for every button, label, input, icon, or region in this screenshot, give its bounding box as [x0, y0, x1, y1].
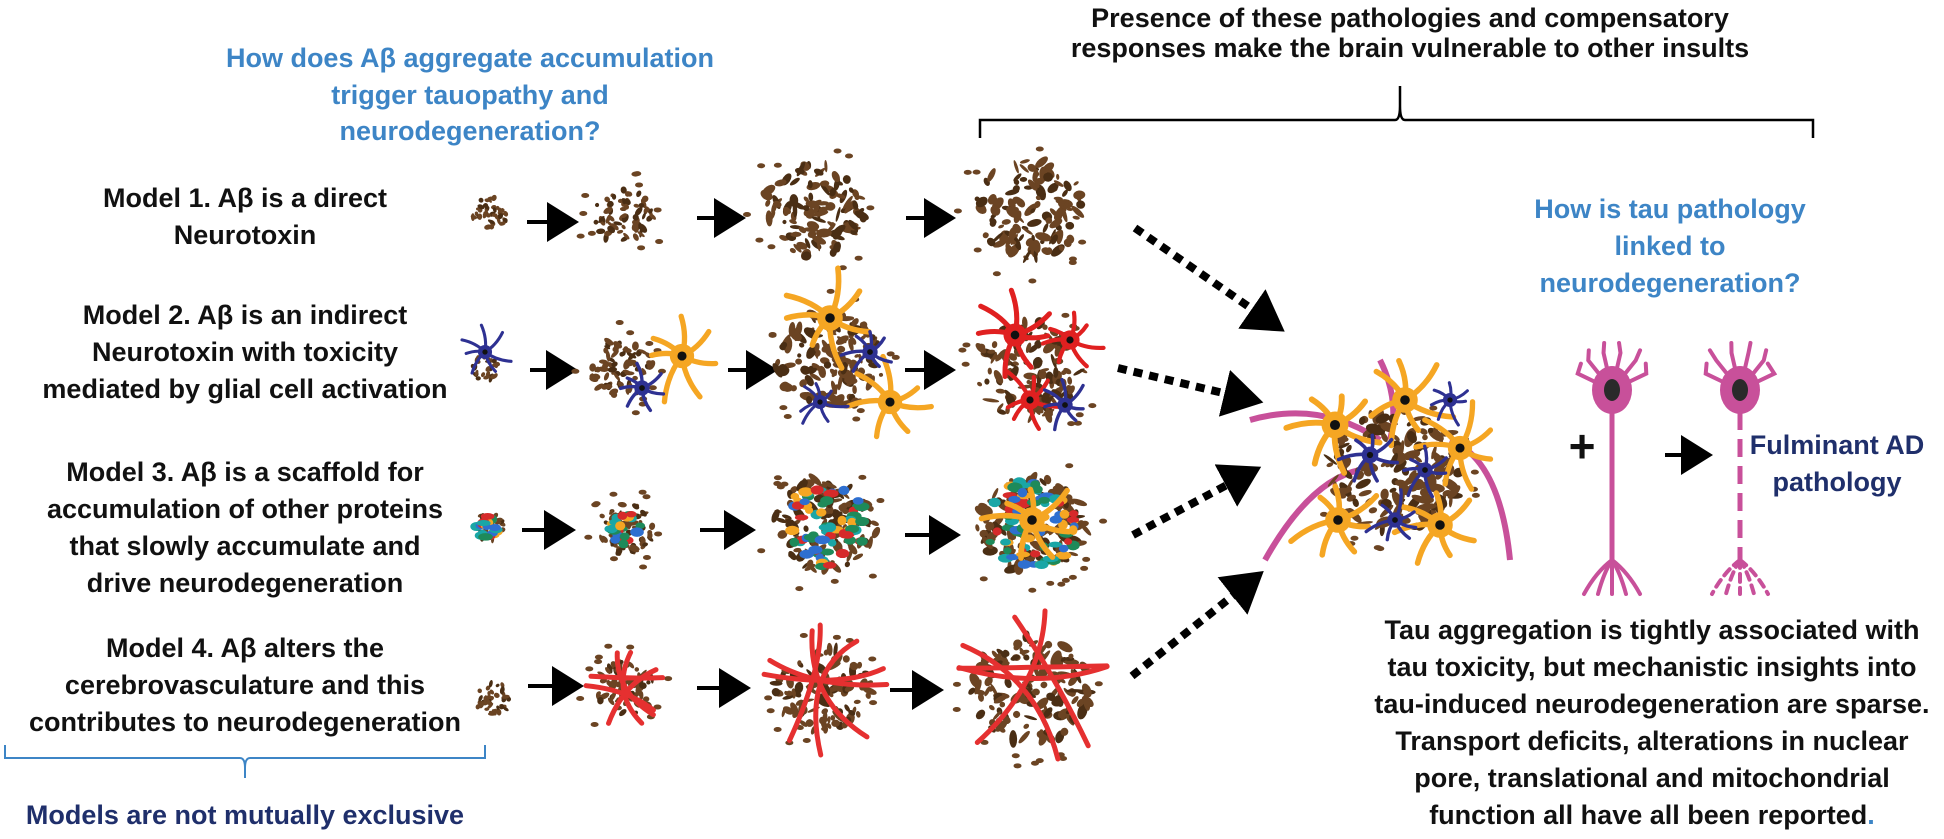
- row1-plaque-medium: [576, 171, 664, 251]
- row2-astrocyte-2: [783, 265, 872, 371]
- model-2-line3: mediated by glial cell activation: [42, 374, 448, 404]
- row2-astrocyte-1: [648, 313, 719, 405]
- plus-symbol: +: [1568, 420, 1596, 472]
- row2-activated-glia-1: [975, 287, 1052, 379]
- row1-plaque-small: [470, 194, 509, 230]
- tau-note-line3: tau-induced neurodegeneration are sparse…: [1374, 689, 1930, 719]
- question-tau-line3: neurodegeneration?: [1539, 268, 1801, 298]
- models-note: Models are not mutually exclusive: [25, 800, 465, 830]
- model-4-line3: contributes to neurodegeneration: [28, 707, 462, 737]
- tau-note-period: .: [1867, 800, 1875, 830]
- row4-plaque-small: [475, 680, 512, 716]
- row3-proteins-small: [470, 513, 503, 541]
- tau-note-line2: tau toxicity, but mechanistic insights i…: [1387, 652, 1917, 682]
- model-2-line1: Model 2. Aβ is an indirect: [82, 300, 408, 330]
- model-1-line1: Model 1. Aβ is a direct: [102, 183, 388, 213]
- combined-astrocyte-1: [1283, 393, 1383, 476]
- converge-arrow-2: [1117, 364, 1264, 417]
- combined-microglia-4: [1429, 381, 1469, 427]
- row2-activated-glia-2: [1040, 310, 1106, 369]
- tau-note-line6: function all have all been reported.: [1360, 797, 1944, 834]
- tau-note-line4: Transport deficits, alterations in nucle…: [1395, 726, 1909, 756]
- row2-microglia-initial: [460, 323, 513, 375]
- row3-astrocyte: [978, 486, 1072, 561]
- converge-arrow-3: [1131, 464, 1262, 539]
- row4-vessels-medium: [583, 649, 666, 726]
- top-bracket: [978, 86, 1815, 138]
- combined-astrocyte-2: [1368, 357, 1457, 449]
- model-3-line4: drive neurodegeneration: [86, 568, 404, 598]
- row3-proteins-medium: [604, 511, 646, 549]
- tau-note-line5: pore, translational and mitochondrial: [1414, 763, 1890, 793]
- row2-microglia-3: [799, 382, 850, 425]
- healthy-neuron: [1575, 340, 1649, 596]
- model-3-line2: accumulation of other proteins: [46, 494, 444, 524]
- row4-vessels-large: [761, 622, 890, 758]
- combined-microglia-1: [1336, 433, 1399, 483]
- model-4-line2: cerebrovasculature and this: [64, 670, 426, 700]
- converge-arrow-1: [1132, 224, 1285, 332]
- question-abeta-line1: How does Aβ aggregate accumulation: [225, 43, 715, 73]
- row2-plaque-medium: [571, 320, 666, 416]
- outcome-line2: pathology: [1772, 467, 1902, 497]
- model-1-line2: Neurotoxin: [173, 220, 317, 250]
- question-abeta-line3: neurodegeneration?: [339, 116, 601, 146]
- row2-microglia-2: [839, 330, 893, 373]
- outcome-line1: Fulminant AD: [1749, 430, 1925, 460]
- combined-microglia-3: [1364, 488, 1418, 542]
- row4-vessels-largest: [956, 608, 1110, 762]
- combined-astrocyte-4: [1288, 483, 1380, 558]
- combined-microglia-2: [1402, 444, 1448, 499]
- row3-proteins-large: [785, 485, 870, 571]
- question-tau-line1: How is tau pathology: [1534, 194, 1806, 224]
- tau-note-line6-text: function all have all been reported: [1429, 800, 1868, 830]
- tau-note-line1: Tau aggregation is tightly associated wi…: [1384, 615, 1920, 645]
- row1-plaque-large: [743, 148, 875, 271]
- model-3-line1: Model 3. Aβ is a scaffold for: [66, 457, 424, 487]
- question-tau-line2: linked to: [1614, 231, 1726, 261]
- model-2-line2: Neurotoxin with toxicity: [91, 337, 399, 367]
- combined-astrocyte-5: [1391, 490, 1477, 566]
- row1-plaque-largest: [953, 146, 1087, 284]
- model-4-line1: Model 4. Aβ alters the: [105, 633, 385, 663]
- degenerating-neuron: [1703, 340, 1778, 596]
- row2-microglia-1: [618, 361, 666, 413]
- row2-microglia-4: [1042, 377, 1085, 432]
- question-abeta-line2: trigger tauopathy and: [331, 80, 609, 110]
- top-note-line1: Presence of these pathologies and compen…: [1091, 3, 1729, 33]
- converge-arrow-4: [1129, 571, 1264, 680]
- top-note-line2: responses make the brain vulnerable to o…: [1070, 33, 1750, 63]
- bottom-bracket: [4, 745, 486, 778]
- model-3-line3: that slowly accumulate and: [69, 531, 421, 561]
- combined-astrocyte-3: [1413, 399, 1494, 492]
